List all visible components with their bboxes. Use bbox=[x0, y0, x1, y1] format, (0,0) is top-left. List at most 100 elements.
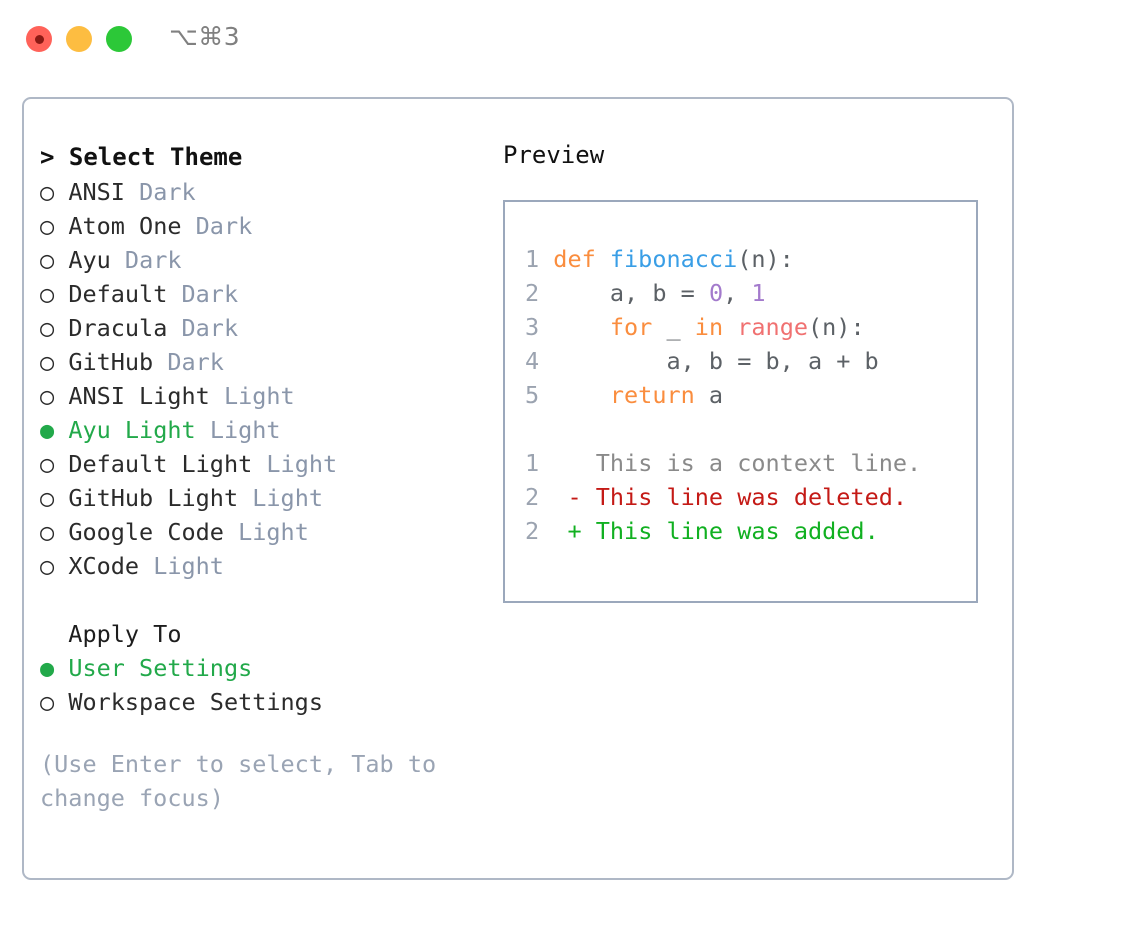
apply-to-heading: Apply To bbox=[40, 620, 182, 648]
code-token-plain bbox=[553, 381, 610, 409]
theme-option-row[interactable]: ○ Default Dark bbox=[40, 277, 510, 311]
theme-variant-label: Light bbox=[238, 518, 309, 546]
row-gap bbox=[153, 348, 167, 376]
row-gap bbox=[54, 416, 68, 444]
radio-unselected-icon: ○ bbox=[40, 348, 55, 376]
theme-option-row[interactable]: ○ Dracula Dark bbox=[40, 311, 510, 345]
apply-to-option-row[interactable]: ○ Workspace Settings bbox=[40, 685, 510, 719]
minimize-button-icon[interactable] bbox=[66, 26, 92, 52]
diff-gap bbox=[582, 517, 596, 545]
theme-picker-panel: > Select Theme ○ ANSI Dark○ Atom One Dar… bbox=[22, 97, 1014, 880]
theme-option-label: Ayu bbox=[68, 246, 111, 274]
code-token-plain: a, b = bbox=[553, 279, 709, 307]
keyboard-help-text: (Use Enter to select, Tab to change focu… bbox=[40, 750, 437, 812]
theme-option-label: GitHub bbox=[68, 348, 154, 376]
theme-option-label: Ayu Light bbox=[68, 416, 196, 444]
line-number: 2 bbox=[525, 279, 540, 307]
radio-unselected-icon: ○ bbox=[40, 212, 55, 240]
theme-option-row[interactable]: ○ Ayu Dark bbox=[40, 243, 510, 277]
diff-marker: - bbox=[567, 483, 582, 511]
theme-variant-label: Dark bbox=[124, 246, 182, 274]
gutter-gap bbox=[539, 483, 567, 511]
line-number: 4 bbox=[525, 347, 540, 375]
row-gap bbox=[54, 518, 68, 546]
gutter-gap bbox=[539, 517, 567, 545]
diff-marker: + bbox=[567, 517, 582, 545]
row-gap bbox=[54, 212, 68, 240]
code-token-plain bbox=[723, 313, 737, 341]
code-token-plain: a bbox=[694, 381, 724, 409]
gutter-gap bbox=[539, 313, 553, 341]
theme-variant-label: Light bbox=[266, 450, 338, 478]
gutter-gap bbox=[539, 449, 567, 477]
code-line: 3 for _ in range(n): bbox=[525, 310, 968, 344]
maximize-button-icon[interactable] bbox=[106, 26, 132, 52]
line-number: 3 bbox=[525, 313, 540, 341]
code-line: 1 def fibonacci(n): bbox=[525, 242, 968, 276]
preview-code-area: 1 def fibonacci(n): 2 a, b = 0, 1 3 for _ … bbox=[525, 242, 968, 548]
theme-option-row[interactable]: ○ GitHub Light Light bbox=[40, 481, 510, 515]
diff-sample-block: 1 This is a context line. 2 - This line w… bbox=[525, 446, 968, 548]
gutter-gap bbox=[539, 245, 553, 273]
row-gap bbox=[54, 484, 68, 512]
row-gap bbox=[196, 416, 210, 444]
select-theme-heading: > Select Theme bbox=[40, 143, 243, 171]
row-gap bbox=[167, 280, 181, 308]
window-titlebar: ⌥⌘3 bbox=[0, 0, 1140, 78]
line-number: 2 bbox=[525, 517, 540, 545]
traffic-light-group bbox=[26, 26, 132, 52]
code-token-num: 0 bbox=[708, 279, 724, 307]
theme-variant-label: Light bbox=[223, 382, 295, 410]
line-number: 1 bbox=[525, 449, 540, 477]
diff-line: 2 + This line was added. bbox=[525, 514, 968, 548]
theme-option-row[interactable]: ○ Atom One Dark bbox=[40, 209, 510, 243]
code-token-plain bbox=[553, 313, 610, 341]
apply-to-option-row[interactable]: ● User Settings bbox=[40, 651, 510, 685]
code-token-kw: for bbox=[609, 313, 653, 341]
code-token-plain: , bbox=[723, 279, 752, 307]
row-gap bbox=[224, 518, 238, 546]
diff-text: This line was deleted. bbox=[595, 483, 908, 511]
theme-option-row[interactable]: ○ ANSI Dark bbox=[40, 175, 510, 209]
theme-preview-box: 1 def fibonacci(n): 2 a, b = 0, 1 3 for _ … bbox=[503, 200, 978, 603]
radio-selected-icon: ● bbox=[40, 654, 55, 682]
row-gap bbox=[139, 552, 153, 580]
row-gap bbox=[54, 382, 68, 410]
close-button-icon[interactable] bbox=[26, 26, 52, 52]
theme-option-row[interactable]: ○ Default Light Light bbox=[40, 447, 510, 481]
radio-unselected-icon: ○ bbox=[40, 314, 55, 342]
radio-unselected-icon: ○ bbox=[40, 450, 55, 478]
row-gap bbox=[54, 552, 68, 580]
row-gap bbox=[210, 382, 224, 410]
keyboard-shortcut-label: ⌥⌘3 bbox=[169, 22, 241, 51]
diff-gap bbox=[582, 483, 596, 511]
code-diff-spacer bbox=[525, 412, 968, 446]
theme-option-row[interactable]: ○ ANSI Light Light bbox=[40, 379, 510, 413]
code-token-kw: def bbox=[553, 245, 610, 273]
theme-variant-label: Light bbox=[209, 416, 281, 444]
theme-option-label: XCode bbox=[68, 552, 140, 580]
diff-line: 1 This is a context line. bbox=[525, 446, 968, 480]
code-line: 5 return a bbox=[525, 378, 968, 412]
gutter-gap bbox=[539, 347, 553, 375]
row-gap bbox=[54, 450, 68, 478]
radio-unselected-icon: ○ bbox=[40, 484, 55, 512]
apply-to-option-label: User Settings bbox=[68, 654, 253, 682]
row-gap bbox=[54, 348, 68, 376]
diff-gap bbox=[582, 449, 596, 477]
theme-option-label: ANSI Light bbox=[68, 382, 210, 410]
gutter-gap bbox=[539, 381, 553, 409]
theme-option-row[interactable]: ○ GitHub Dark bbox=[40, 345, 510, 379]
row-gap bbox=[252, 450, 266, 478]
theme-option-row[interactable]: ○ XCode Light bbox=[40, 549, 510, 583]
row-gap bbox=[54, 178, 68, 206]
preview-column: Preview 1 def fibonacci(n):2 a, b = 0, 1… bbox=[503, 139, 993, 603]
theme-selection-column: > Select Theme ○ ANSI Dark○ Atom One Dar… bbox=[40, 139, 510, 815]
theme-option-label: Google Code bbox=[68, 518, 224, 546]
code-token-plain: a, b = b, a + b bbox=[553, 347, 879, 375]
theme-option-row[interactable]: ○ Google Code Light bbox=[40, 515, 510, 549]
row-gap bbox=[125, 178, 139, 206]
theme-option-row[interactable]: ● Ayu Light Light bbox=[40, 413, 510, 447]
code-token-builtin: range bbox=[737, 313, 808, 341]
